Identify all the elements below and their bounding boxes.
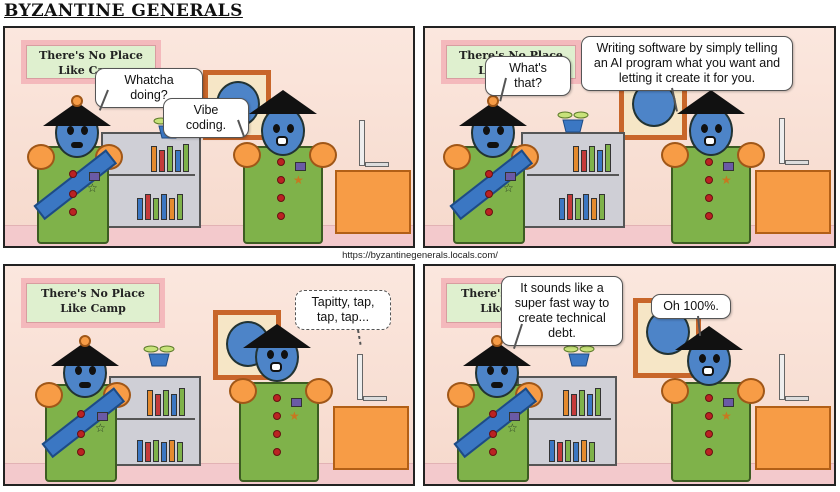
shoulder: [229, 378, 257, 404]
potted-plant: [557, 111, 589, 133]
star-medal: ★: [289, 409, 300, 423]
hat: [677, 90, 745, 114]
speech-bubble: What's that?: [485, 56, 571, 96]
star-medal: ☆: [503, 181, 514, 195]
sign-line-1: There's No Place: [39, 49, 143, 62]
ribbon: [723, 162, 734, 171]
panel-3: There's No Place Like Camp ☆ ★ Tapitty, …: [3, 264, 415, 486]
comic-title: BYZANTINE GENERALS: [4, 1, 243, 21]
speech-bubble: Oh 100%.: [651, 294, 731, 319]
shoulder: [305, 378, 333, 404]
sign-line-2: Like Camp: [60, 302, 126, 315]
ribbon: [723, 398, 734, 407]
camp-sign: There's No Place Like Camp: [21, 40, 161, 84]
hat-pompom: [71, 95, 83, 107]
source-url[interactable]: https://byzantinegenerals.locals.com/: [342, 250, 498, 261]
speech-bubble: Writing software by simply telling an AI…: [581, 36, 793, 91]
shoulder: [443, 144, 471, 170]
monitor-stand: [785, 160, 809, 165]
camp-sign: There's No Place Like Camp: [21, 278, 165, 328]
shoulder: [737, 378, 765, 404]
ribbon: [295, 162, 306, 171]
bookshelf: [109, 376, 201, 466]
speech-bubble: It sounds like a super fast way to creat…: [501, 276, 623, 346]
panel-4: There's No Place Like Camp ☆ ★ It sounds…: [423, 264, 836, 486]
sign-line-1: There's No Place: [41, 287, 145, 300]
monitor: [779, 118, 785, 164]
panel-1: There's No Place Like Camp ☆ ★ Whatc: [3, 26, 415, 248]
shoulder: [27, 144, 55, 170]
star-medal: ☆: [87, 181, 98, 195]
hat: [249, 90, 317, 114]
hat-pompom: [79, 335, 91, 347]
star-medal: ★: [721, 409, 732, 423]
star-medal: ★: [293, 173, 304, 187]
hat: [675, 326, 743, 350]
star-medal: ☆: [507, 421, 518, 435]
desk: [755, 406, 831, 470]
shoulder: [233, 142, 261, 168]
monitor: [779, 354, 785, 400]
general-right-head: [689, 106, 733, 156]
potted-plant: [563, 345, 595, 367]
star-medal: ★: [721, 173, 732, 187]
shoulder: [447, 382, 475, 408]
ribbon: [97, 412, 108, 421]
shoulder: [35, 382, 63, 408]
desk: [755, 170, 831, 234]
monitor-stand: [785, 396, 809, 401]
hat-pompom: [487, 95, 499, 107]
monitor: [357, 354, 363, 400]
shoulder: [309, 142, 337, 168]
shoulder: [737, 142, 765, 168]
shoulder: [661, 378, 689, 404]
ribbon: [89, 172, 100, 181]
panel-2: There's No Place Like Camp ☆ ★ What's th…: [423, 26, 836, 248]
desk: [333, 406, 409, 470]
desk: [335, 170, 411, 234]
thought-bubble: Tapitty, tap, tap, tap...: [295, 290, 391, 330]
monitor: [359, 120, 365, 166]
potted-plant: [143, 345, 175, 367]
ribbon: [291, 398, 302, 407]
monitor-stand: [365, 162, 389, 167]
speech-bubble: Vibe coding.: [163, 98, 249, 138]
ribbon: [509, 412, 520, 421]
star-medal: ☆: [95, 421, 106, 435]
bookshelf: [101, 132, 201, 228]
ribbon: [505, 172, 516, 181]
bookshelf: [521, 132, 625, 228]
shoulder: [661, 142, 689, 168]
monitor-stand: [363, 396, 387, 401]
